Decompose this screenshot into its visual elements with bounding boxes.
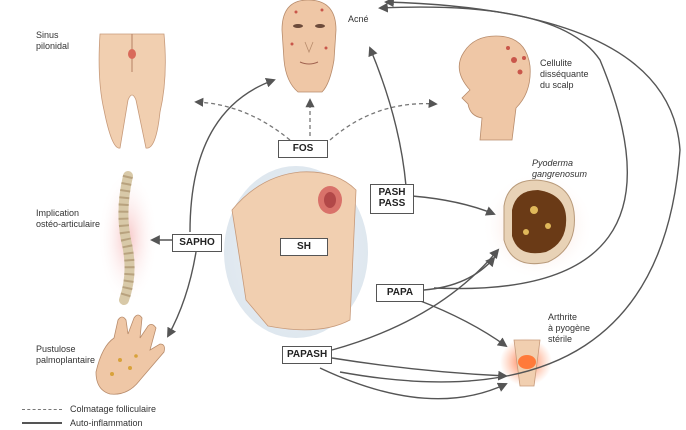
legend-dashed: Colmatage folliculaire	[22, 404, 156, 414]
label-sinus-pilonidal: Sinus pilonidal	[36, 30, 70, 51]
knee-illustration	[500, 338, 552, 387]
box-sapho: SAPHO	[172, 234, 222, 252]
box-papa: PAPA	[376, 284, 424, 302]
legend-dashed-label: Colmatage folliculaire	[70, 404, 157, 414]
dashed-line-icon	[22, 408, 62, 410]
buttocks-illustration	[98, 33, 166, 149]
scalp-illustration	[458, 35, 531, 141]
solid-line-icon	[22, 422, 62, 424]
box-pash: PASH PASS	[370, 184, 414, 214]
face-illustration	[281, 0, 337, 93]
label-pyoderma: Pyoderma gangrenosum	[532, 158, 588, 179]
legend-solid: Auto-inflammation	[22, 418, 143, 428]
legend-solid-label: Auto-inflammation	[70, 418, 143, 428]
label-cellulite: Cellulite disséquante du scalp	[540, 58, 589, 90]
pyoderma-illustration	[482, 172, 594, 280]
box-papash: PAPASH	[282, 346, 332, 364]
box-sh: SH	[280, 238, 328, 256]
label-implication: Implication ostéo-articulaire	[36, 208, 101, 229]
solid-arrows	[150, 0, 681, 400]
label-acne: Acné	[348, 14, 369, 24]
hand-illustration	[95, 314, 165, 395]
dashed-arrows	[194, 97, 438, 141]
label-arthrite: Arthrite à pyogène stérile	[548, 312, 591, 344]
label-pustulose: Pustulose palmoplantaire	[36, 344, 96, 365]
box-fos: FOS	[278, 140, 328, 158]
spine-illustration	[98, 170, 158, 306]
